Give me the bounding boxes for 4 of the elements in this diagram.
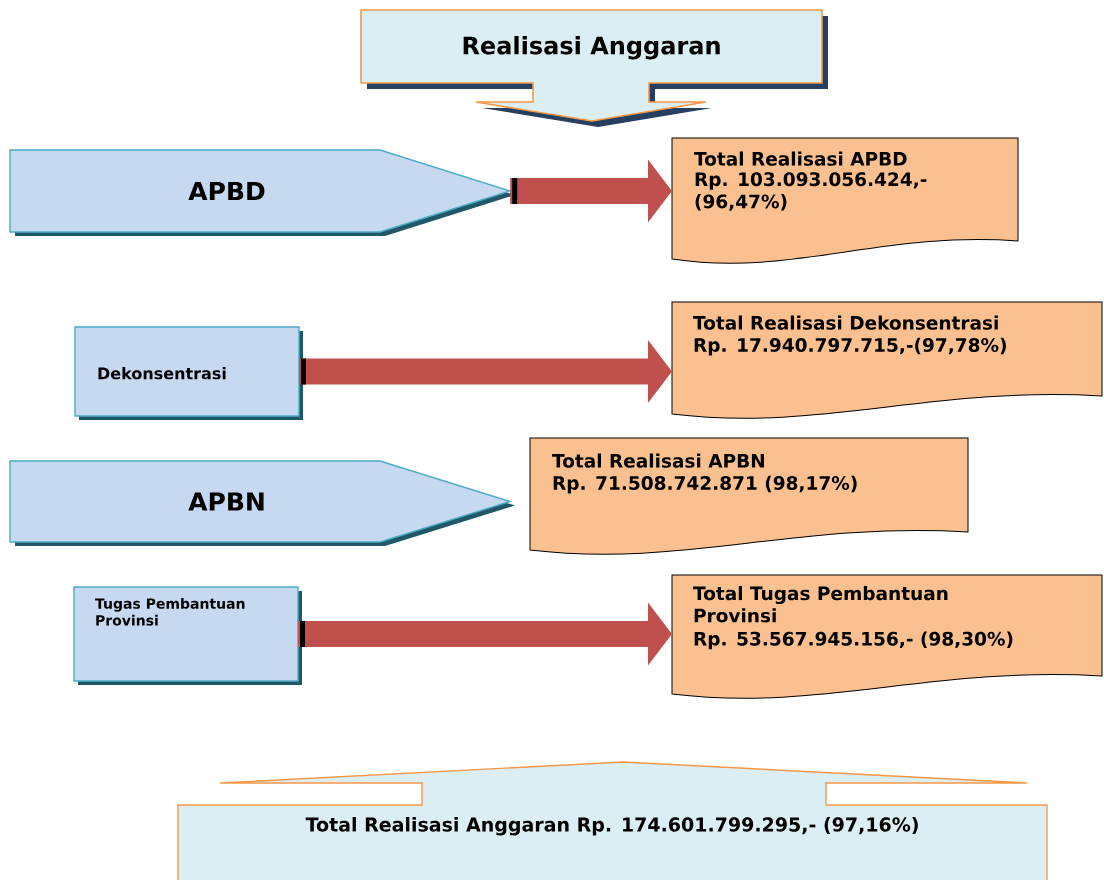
callout-arrow-box: Total Realisasi Anggaran Rp. 174.601.799.295,- (97,16%): [177, 761, 1048, 880]
callout-arrow-box: Realisasi Anggaran: [360, 9, 828, 127]
process-box: Tugas Pembantuan Provinsi: [73, 586, 302, 685]
process-box: Dekonsentrasi: [74, 326, 303, 420]
